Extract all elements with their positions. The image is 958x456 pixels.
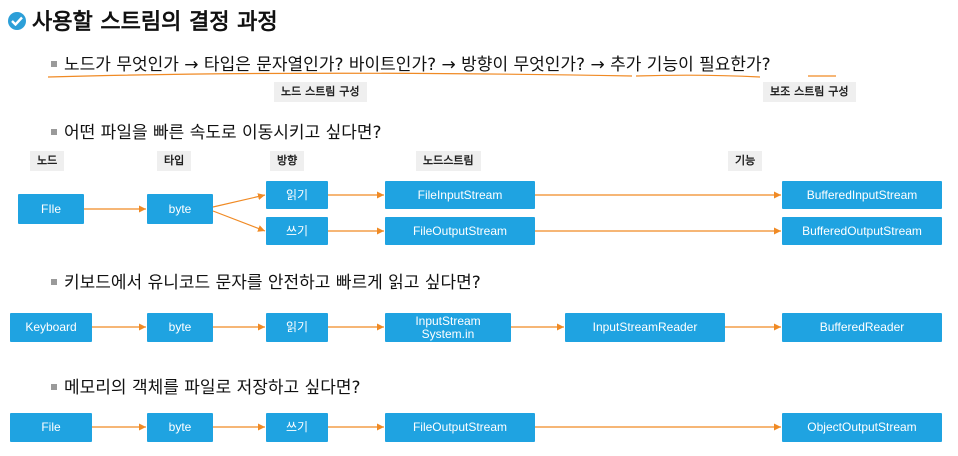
s2-reader-label: InputStreamReader <box>592 320 698 334</box>
s1-node-label: FIle <box>40 201 61 216</box>
label-node-stream: 노드 스트림 구성 <box>274 82 367 102</box>
s1-read-label: 읽기 <box>285 187 309 202</box>
label-aux-stream: 보조 스트림 구성 <box>763 82 856 102</box>
s2-buffered-label: BufferedReader <box>819 320 905 334</box>
s1-arrow-type-write <box>212 210 266 232</box>
s2-stream-label-line2: System.in <box>421 326 475 341</box>
scenario3-question: 메모리의 객체를 파일로 저장하고 싶다면? <box>64 378 361 398</box>
s3-type-box: byte <box>147 413 213 442</box>
s1-input-stream-box: FileInputStream <box>385 181 535 209</box>
s2-buffered-box: BufferedReader <box>782 313 942 342</box>
s3-node-label: File <box>41 420 61 434</box>
header-direction: 방향 <box>270 151 305 171</box>
s2-reader-box: InputStreamReader <box>565 313 725 342</box>
page-title: 사용할 스트림의 결정 과정 <box>32 10 278 35</box>
s1-arrow-type-read <box>212 193 266 208</box>
s1-write-label: 쓰기 <box>285 223 309 238</box>
header-node-stream: 노드스트림 <box>416 151 481 171</box>
scenario2-question: 키보드에서 유니코드 문자를 안전하고 빠르게 읽고 싶다면? <box>64 273 481 293</box>
s3-object-out-box: ObjectOutputStream <box>782 413 942 442</box>
s3-output-stream-label: FileOutputStream <box>412 420 508 434</box>
header-feature: 기능 <box>728 151 763 171</box>
s1-type-box: byte <box>147 194 213 224</box>
s2-stream-box: InputStream System.in <box>385 313 511 342</box>
s3-type-label: byte <box>168 420 192 434</box>
s3-write-label: 쓰기 <box>285 420 309 434</box>
s2-read-box: 읽기 <box>266 313 328 342</box>
s3-node-box: File <box>10 413 92 442</box>
header-node: 노드 <box>30 151 65 171</box>
s2-stream-label-line1: InputStream <box>415 313 481 328</box>
s1-buffered-in-label: BufferedInputStream <box>806 187 918 202</box>
s1-buffered-in-box: BufferedInputStream <box>782 181 942 209</box>
s1-output-stream-label: FileOutputStream <box>412 223 508 238</box>
s2-read-label: 읽기 <box>285 320 309 334</box>
s1-write-box: 쓰기 <box>266 217 328 245</box>
bullet-marker <box>51 129 57 135</box>
s3-write-box: 쓰기 <box>266 413 328 442</box>
s2-node-label: Keyboard <box>25 320 77 334</box>
s1-buffered-out-box: BufferedOutputStream <box>782 217 942 245</box>
bullet-marker <box>51 384 57 390</box>
check-circle-icon <box>8 12 26 30</box>
s3-output-stream-box: FileOutputStream <box>385 413 535 442</box>
s1-node-box: FIle <box>18 194 84 224</box>
header-type: 타입 <box>157 151 192 171</box>
s2-node-box: Keyboard <box>10 313 92 342</box>
s1-input-stream-label: FileInputStream <box>417 187 503 202</box>
s1-buffered-out-label: BufferedOutputStream <box>802 223 922 238</box>
bullet-marker <box>51 279 57 285</box>
s1-type-label: byte <box>168 201 192 216</box>
s3-object-out-label: ObjectOutputStream <box>807 420 917 434</box>
bullet-marker <box>51 61 57 67</box>
scenario1-question: 어떤 파일을 빠른 속도로 이동시키고 싶다면? <box>64 123 382 143</box>
decision-steps-text: 노드가 무엇인가 → 타입은 문자열인가? 바이트인가? → 방향이 무엇인가?… <box>64 55 771 75</box>
s2-type-label: byte <box>168 320 192 334</box>
s1-output-stream-box: FileOutputStream <box>385 217 535 245</box>
s2-type-box: byte <box>147 313 213 342</box>
s1-read-box: 읽기 <box>266 181 328 209</box>
